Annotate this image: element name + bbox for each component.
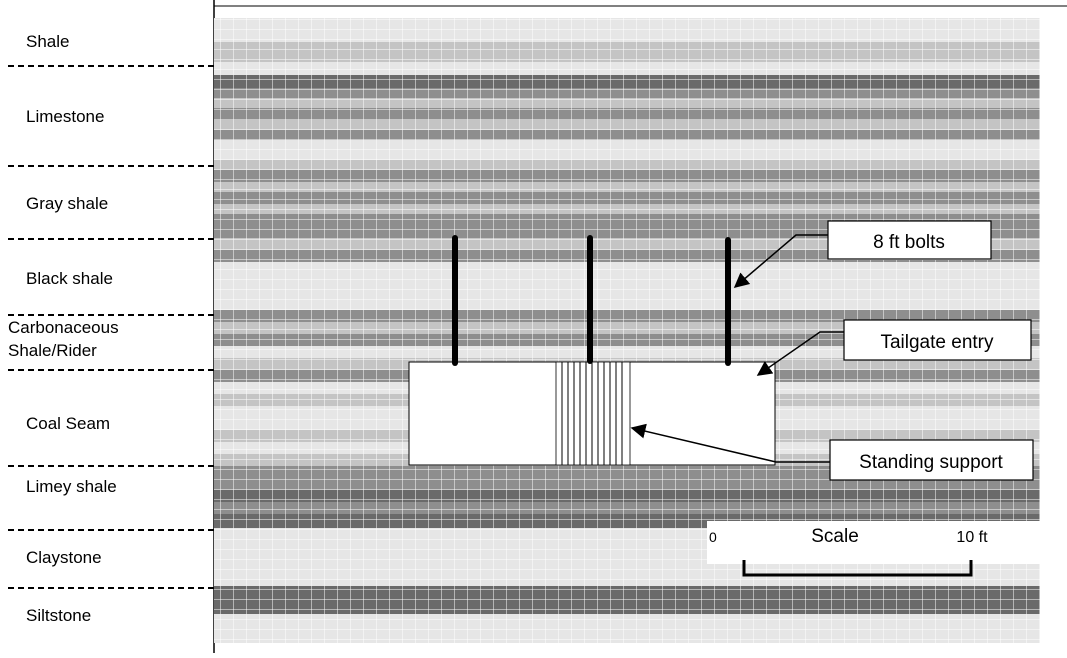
roof-bolts [452,235,731,366]
stratum-label-coal-seam: Coal Seam [26,414,110,433]
stratum-label-black-shale: Black shale [26,269,113,288]
stratum-label-siltstone: Siltstone [26,606,91,625]
callout-bolts: 8 ft bolts [733,220,992,288]
strata-labels: Shale Limestone Gray shale Black shale C… [8,32,119,625]
callout-entry-text: Tailgate entry [880,332,994,353]
scale-zero-label: 0 [709,529,717,545]
callout-entry: Tailgate entry [756,319,1032,376]
scale-max-label: 10 ft [956,529,988,546]
stratum-label-claystone: Claystone [26,548,102,567]
callout-support: Standing support [630,423,1034,481]
standing-support [555,361,631,466]
strata-boundaries [8,65,214,589]
stratum-label-gray-shale: Gray shale [26,194,108,213]
scale-title: Scale [811,526,859,547]
stratum-label-shale-rider: Shale/Rider [8,341,97,360]
callout-support-text: Standing support [859,452,1003,473]
stratum-label-limey-shale: Limey shale [26,477,117,496]
stratum-label-limestone: Limestone [26,107,104,126]
scale-bracket [742,560,973,577]
callout-bolts-text: 8 ft bolts [873,232,945,253]
stratum-label-shale: Shale [26,32,69,51]
stratum-label-carbonaceous: Carbonaceous [8,318,119,337]
scale-bar: 0 Scale 10 ft [707,521,1041,577]
strata-label-column [6,6,214,651]
